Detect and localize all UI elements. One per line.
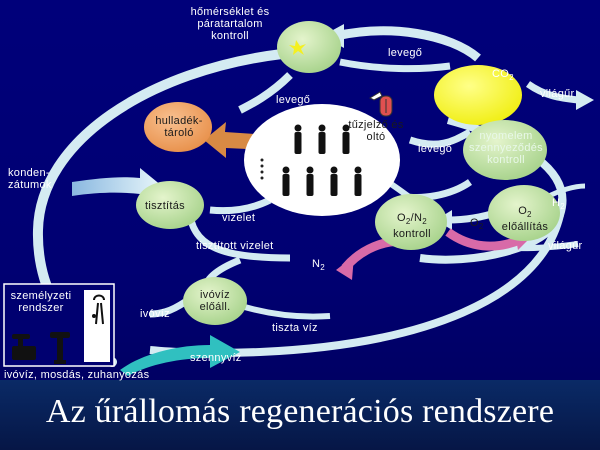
label-co2: CO2 (492, 68, 514, 82)
co2-arrow (339, 58, 451, 73)
drinking-fountain-icon (50, 332, 70, 364)
n2-pink-arrowhead (336, 256, 354, 280)
drinking-water-arrow (149, 299, 187, 318)
o2-pink-arrow (445, 228, 522, 251)
co2-node (434, 65, 522, 125)
o2n2-control-node (375, 194, 447, 250)
label-potable-production: ivóvíz előáll. (199, 289, 231, 313)
label-drinking-water: ivóvíz (140, 308, 170, 320)
label-usage: ivóvíz, mosdás, zuhanyozás (4, 369, 150, 381)
o2-production-node (488, 185, 560, 241)
air-right-arrow (408, 128, 472, 148)
shower-icon (84, 290, 110, 362)
label-space-top: világűr (540, 88, 575, 100)
label-air-right: levegő (418, 143, 453, 155)
label-waste-water: szennyvíz (190, 352, 242, 364)
temp-humidity-node (277, 21, 341, 73)
potable-production-node (183, 277, 247, 325)
top-air-arrow (335, 26, 481, 62)
label-personal-system: személyzeti rendszer (10, 290, 72, 314)
label-purification: tisztítás (145, 200, 185, 212)
waste-storage-node (144, 102, 212, 152)
purified-urine-arrow (186, 214, 291, 262)
label-o2-left: O2 (470, 217, 484, 231)
label-n2: N2 (312, 258, 325, 272)
space-arrowhead-top (576, 90, 594, 110)
crew-people-icon (282, 124, 362, 196)
space-arrow-top (525, 81, 579, 104)
clean-water-arrow (237, 302, 331, 320)
crew-dots-icon (260, 158, 264, 180)
label-clean-water: tiszta víz (272, 322, 318, 334)
label-purified-urine: tisztított vizelet (196, 240, 274, 252)
label-h2: H2 (552, 197, 565, 211)
label-trace: nyomelem szennyeződés kontroll (469, 130, 543, 166)
purification-node (136, 181, 204, 229)
fire-extinguisher-icon (368, 91, 393, 117)
waste-water-arrow (120, 335, 240, 376)
sparkle-icon (289, 40, 306, 55)
trace-node (463, 120, 547, 180)
urine-arrow (209, 196, 272, 215)
page-title: Az űrállomás regenerációs rendszere (45, 393, 555, 430)
label-air-left: levegő (276, 94, 311, 106)
condensate-arrow (72, 168, 162, 204)
label-condensate: konden- zátumok (8, 167, 52, 191)
label-waste-storage: hulladék- tároló (155, 115, 203, 139)
label-space-mid: világűr (548, 240, 583, 252)
faucet-icon (12, 334, 36, 360)
label-temp-humidity: hőmérséklet és páratartalom kontroll (190, 6, 270, 42)
title-band (0, 380, 600, 450)
label-urine: vizelet (222, 212, 256, 224)
label-fire: tűzjelző és oltó (348, 119, 404, 143)
label-air-top: levegő (388, 47, 423, 59)
air-down-arrow (238, 72, 293, 114)
